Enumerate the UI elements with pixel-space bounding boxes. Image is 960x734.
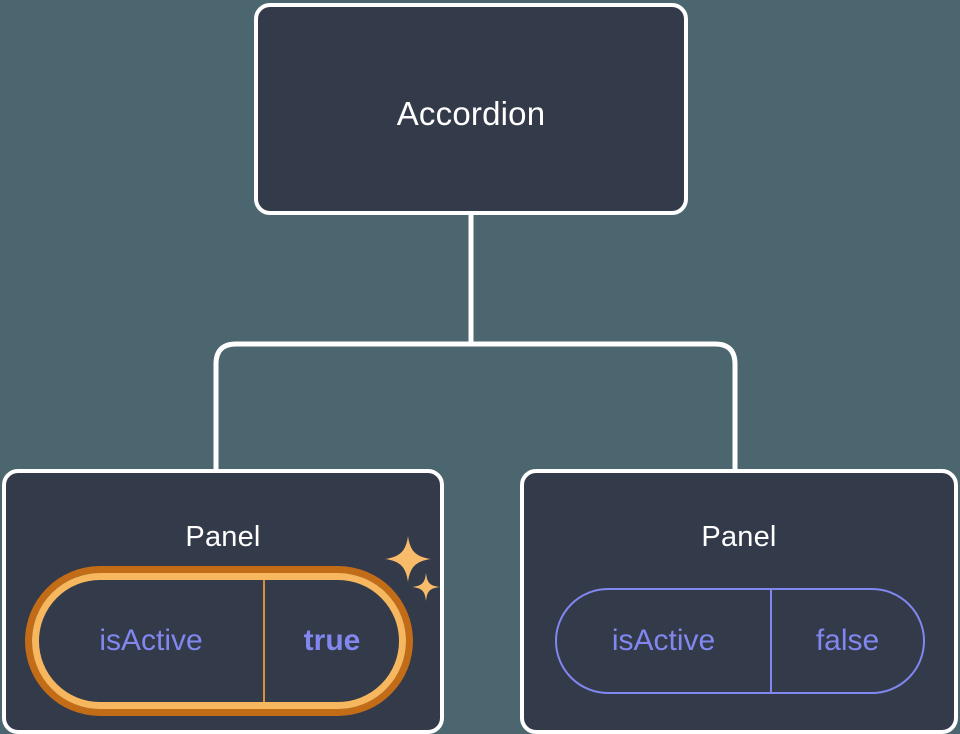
node-accordion-title: Accordion [396,95,546,132]
edge-branch-bar [213,341,738,471]
prop-badge-isactive-false[interactable]: isActive false [555,588,925,694]
prop-value-label: true [263,580,399,702]
prop-badge-isactive-true[interactable]: isActive true [32,573,406,709]
node-panel-right-title: Panel [701,521,777,553]
prop-key-label: isActive [611,624,716,657]
prop-key-label: isActive [99,624,203,657]
node-panel-left-title: Panel [185,521,261,553]
node-accordion[interactable]: Accordion [254,3,688,215]
prop-value-label: false [770,590,923,692]
